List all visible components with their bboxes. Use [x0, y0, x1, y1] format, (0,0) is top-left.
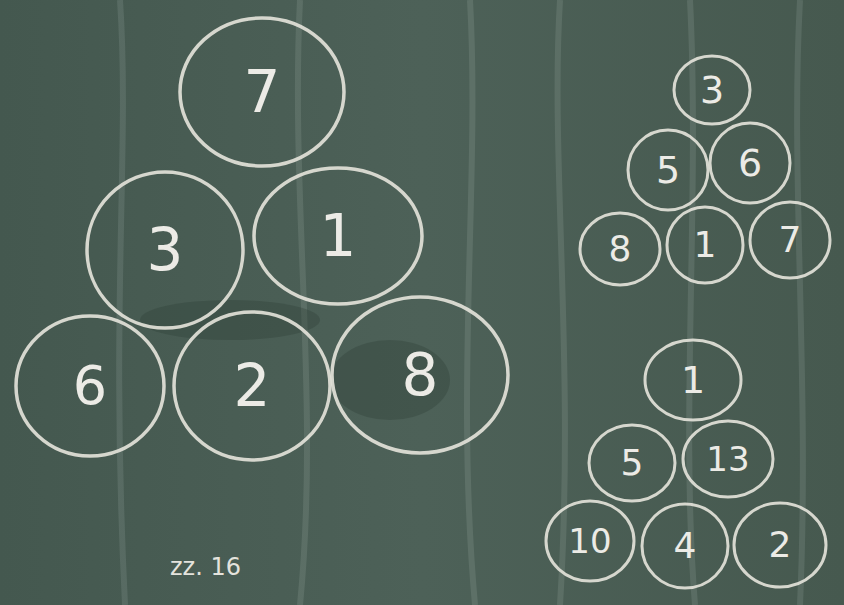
circle-outline: [16, 316, 164, 456]
circle-outline: [750, 202, 830, 278]
number-circle: 2: [172, 310, 332, 462]
circle-outline: [645, 340, 741, 420]
circle-number: 1: [694, 227, 717, 263]
number-circle: 5: [587, 423, 677, 503]
circle-number: 5: [656, 151, 680, 189]
circle-number: 4: [674, 528, 697, 564]
circle-number: 8: [609, 231, 632, 267]
number-circle: 6: [14, 314, 166, 458]
number-circle: 8: [578, 211, 662, 287]
circle-number: 5: [621, 445, 644, 481]
number-circle: 1: [665, 205, 745, 285]
circle-outline: [180, 18, 344, 166]
number-circle: 13: [681, 419, 775, 499]
number-circle: 1: [643, 338, 743, 422]
number-circle: 4: [640, 502, 730, 590]
circle-number: 3: [700, 71, 724, 109]
board-note: zz. 16: [170, 553, 241, 581]
number-circle: 3: [85, 170, 245, 330]
circle-outline: [683, 421, 773, 497]
circle-outline: [87, 172, 243, 328]
number-circle: 5: [626, 128, 710, 212]
circle-outline: [174, 312, 330, 460]
circle-outline: [734, 503, 826, 587]
number-circle: 8: [330, 295, 510, 455]
circle-number: 1: [320, 207, 357, 265]
number-circle: 6: [708, 121, 792, 205]
circle-outline: [642, 504, 728, 588]
circle-number: 7: [244, 63, 281, 121]
circle-outline: [674, 56, 750, 124]
circle-outline: [332, 297, 508, 453]
circle-number: 3: [147, 221, 184, 279]
circle-outline: [546, 501, 634, 581]
number-circle: 2: [732, 501, 828, 589]
circle-number: 6: [73, 359, 107, 413]
circle-number: 1: [681, 361, 705, 399]
circle-outline: [254, 168, 422, 304]
dark-smudges: [140, 300, 450, 420]
circle-number: 2: [769, 527, 792, 563]
circle-outline: [667, 207, 743, 283]
number-circle: 3: [672, 54, 752, 126]
circle-outline: [589, 425, 675, 501]
circle-outline: [628, 130, 708, 210]
circle-number: 6: [738, 144, 762, 182]
number-circle: 7: [178, 16, 346, 168]
circle-number: 10: [568, 524, 611, 558]
number-circle: 7: [748, 200, 832, 280]
circle-number: 7: [779, 222, 802, 258]
circle-number: 8: [402, 346, 439, 404]
circle-outline: [580, 213, 660, 285]
circle-number: 2: [234, 357, 271, 415]
circle-outline: [710, 123, 790, 203]
number-circle: 10: [544, 499, 636, 583]
circle-number: 13: [706, 442, 749, 476]
number-circle: 1: [252, 166, 424, 306]
